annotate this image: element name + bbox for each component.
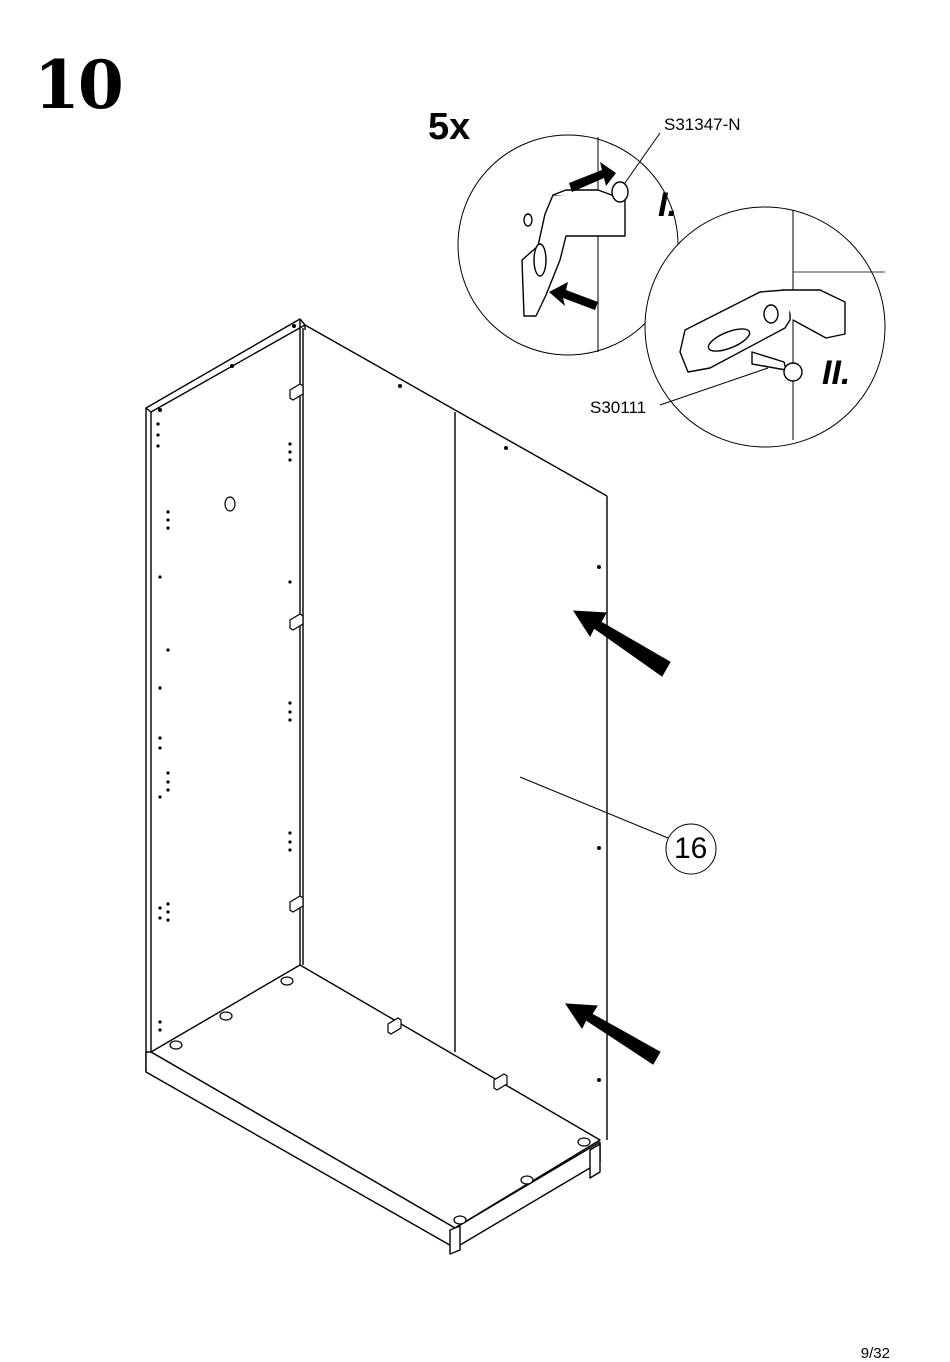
page-number: 9/32	[861, 1346, 890, 1361]
detail-step-1-label: I.	[658, 188, 677, 222]
panel-callout-number: 16	[674, 834, 707, 864]
detail-step-2-label: II.	[822, 356, 850, 390]
part-label-cam-fitting: S31347-N	[664, 116, 741, 133]
detail-circle-2	[645, 207, 885, 447]
push-arrows	[566, 611, 670, 1064]
drill-holes	[156, 324, 601, 1082]
left-side-panel	[146, 319, 305, 1072]
step-number: 10	[34, 52, 122, 118]
bottom-panel	[146, 965, 600, 1254]
part-label-screw: S30111	[590, 399, 646, 416]
quantity-label: 5x	[428, 108, 470, 146]
